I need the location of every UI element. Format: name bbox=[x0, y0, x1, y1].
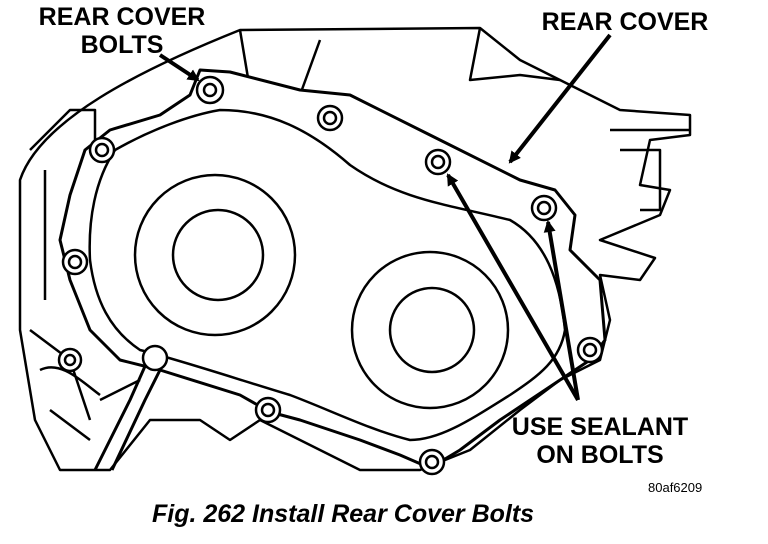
bolt-bottom-left bbox=[254, 396, 282, 424]
use-sealant-label-line1: USE SEALANT bbox=[511, 413, 689, 441]
figure-caption: Fig. 262 Install Rear Cover Bolts bbox=[152, 500, 535, 528]
arrow-sealant-2 bbox=[543, 220, 580, 401]
cooler-fitting bbox=[141, 344, 169, 372]
use-sealant-label: USE SEALANT ON BOLTS bbox=[495, 413, 705, 469]
bolt-top bbox=[195, 75, 225, 105]
transaxle-case-outline bbox=[18, 26, 692, 472]
bolt-right-lower bbox=[576, 336, 604, 364]
mount-bracket bbox=[610, 128, 690, 212]
lower-left-detail bbox=[39, 366, 141, 441]
arrow-sealant-1 bbox=[446, 173, 580, 402]
reference-code: 80af6209 bbox=[648, 480, 703, 495]
case-rib-right bbox=[468, 27, 561, 82]
bolt-sealant-1 bbox=[424, 148, 452, 176]
rear-cover-label: REAR COVER bbox=[541, 8, 709, 36]
arrow-rear-cover bbox=[508, 33, 612, 164]
bolt-sealant-2 bbox=[530, 194, 558, 222]
bolt-upper-left bbox=[88, 136, 116, 164]
rear-cover-bolts-label-line1: REAR COVER bbox=[38, 3, 206, 31]
rear-cover-inner-edge bbox=[88, 108, 567, 442]
bolt-bottom bbox=[418, 448, 446, 476]
rear-cover-bolts-label: REAR COVER BOLTS bbox=[22, 3, 222, 59]
upper-bore-inner bbox=[171, 208, 265, 302]
use-sealant-label-line2: ON BOLTS bbox=[536, 441, 664, 469]
cooler-line bbox=[93, 354, 167, 471]
rear-cover-plate bbox=[58, 68, 607, 470]
lower-bore-inner bbox=[388, 286, 476, 374]
rear-cover-bolts-label-line2: BOLTS bbox=[80, 31, 164, 59]
bolt-left bbox=[61, 248, 89, 276]
bolt-lower-left bbox=[57, 347, 83, 373]
upper-bore-outer bbox=[133, 173, 297, 337]
arrow-rear-cover-bolts bbox=[158, 53, 200, 82]
lower-bore-outer bbox=[350, 250, 510, 410]
bolt-upper-mid bbox=[316, 104, 344, 132]
